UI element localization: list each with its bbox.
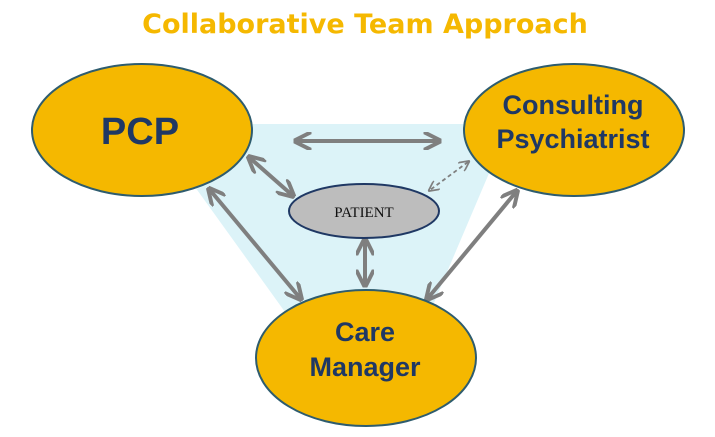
node-care-manager: Care Manager bbox=[255, 289, 477, 427]
patient-label: PATIENT bbox=[334, 205, 393, 221]
diagram-title: Collaborative Team Approach bbox=[142, 9, 588, 40]
psychiatrist-label-line2: Psychiatrist bbox=[496, 124, 649, 154]
arrow-psychiatrist-care-manager bbox=[428, 192, 516, 298]
arrow-pcp-care-manager bbox=[210, 190, 300, 298]
care-manager-label-line1: Care bbox=[335, 317, 395, 347]
arrow-psychiatrist-patient-dashed bbox=[430, 162, 468, 190]
psychiatrist-label-line1: Consulting bbox=[503, 90, 644, 120]
node-patient: PATIENT bbox=[288, 183, 440, 239]
node-consulting-psychiatrist: Consulting Psychiatrist bbox=[463, 63, 685, 197]
care-manager-label-line2: Manager bbox=[309, 352, 421, 382]
node-pcp: PCP bbox=[31, 63, 253, 197]
pcp-label: PCP bbox=[101, 111, 179, 153]
